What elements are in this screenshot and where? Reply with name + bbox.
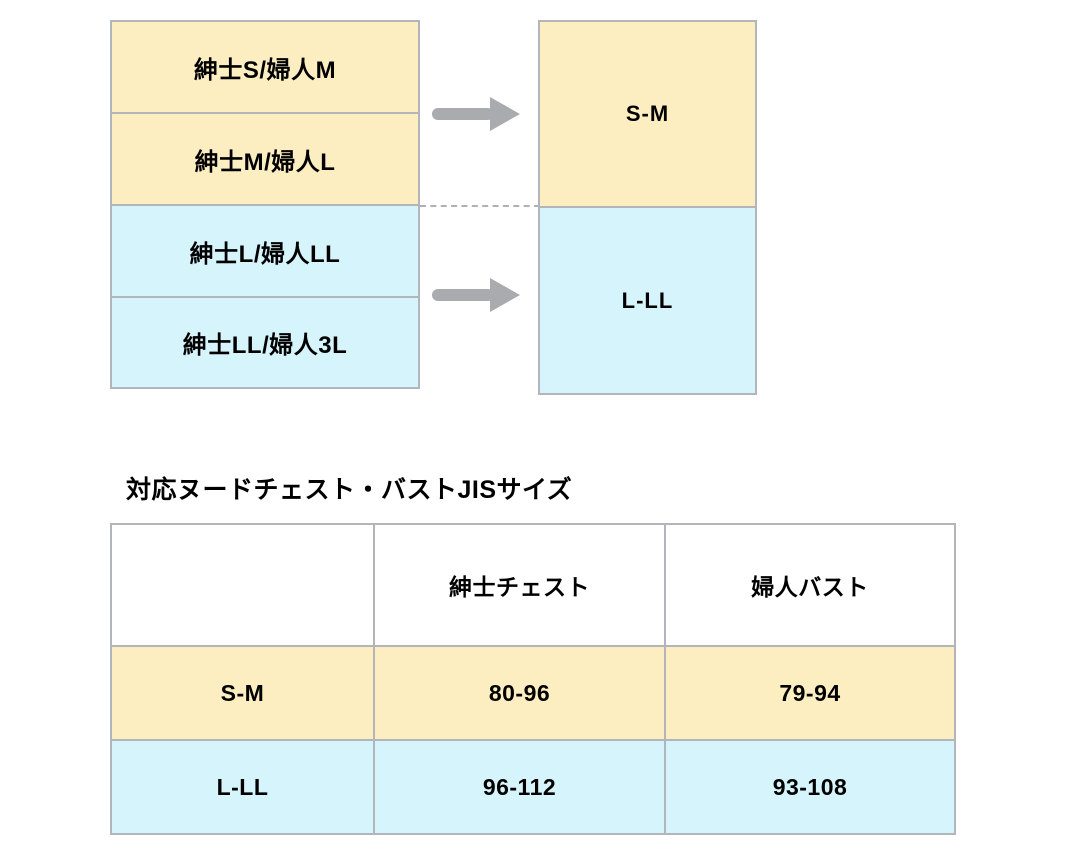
table-row: L-LL 96-112 93-108 bbox=[110, 739, 956, 835]
grouped-size-box-l-ll: L-LL bbox=[538, 206, 757, 395]
grouped-size-label: S-M bbox=[625, 101, 670, 126]
table-header-mens-chest: 紳士チェスト bbox=[373, 523, 666, 647]
group-divider-dashed-line bbox=[420, 205, 540, 207]
table-header-row: 紳士チェスト 婦人バスト bbox=[110, 523, 956, 647]
cell-womens-bust-l-ll: 93-108 bbox=[664, 739, 956, 835]
table-row: S-M 80-96 79-94 bbox=[110, 645, 956, 741]
size-box-mens-ll-womens-3l: 紳士LL/婦人3L bbox=[110, 296, 420, 389]
grouped-size-column: S-M L-LL bbox=[538, 20, 757, 395]
size-box-label: 紳士L/婦人LL bbox=[189, 240, 341, 268]
cell-size-s-m: S-M bbox=[110, 645, 375, 741]
cell-mens-chest-l-ll: 96-112 bbox=[373, 739, 666, 835]
cell-size-l-ll: L-LL bbox=[110, 739, 375, 835]
size-box-mens-s-womens-m: 紳士S/婦人M bbox=[110, 20, 420, 114]
detailed-size-column: 紳士S/婦人M 紳士M/婦人L 紳士L/婦人LL 紳士LL/婦人3L bbox=[110, 20, 420, 395]
arrow-right-icon-to-l-ll bbox=[432, 278, 522, 312]
size-box-label: 紳士LL/婦人3L bbox=[182, 332, 348, 359]
size-box-mens-m-womens-l: 紳士M/婦人L bbox=[110, 112, 420, 206]
arrow-head bbox=[490, 278, 520, 312]
cell-mens-chest-s-m: 80-96 bbox=[373, 645, 666, 741]
size-mapping-diagram: 紳士S/婦人M 紳士M/婦人L 紳士L/婦人LL 紳士LL/婦人3L S-M L… bbox=[110, 20, 757, 395]
jis-size-table: 紳士チェスト 婦人バスト S-M 80-96 79-94 L-LL 96-112… bbox=[110, 523, 956, 835]
arrow-head bbox=[490, 97, 520, 131]
table-header-empty bbox=[110, 523, 375, 647]
size-box-label: 紳士S/婦人M bbox=[193, 56, 337, 84]
arrow-shaft bbox=[432, 108, 494, 120]
jis-table-title: 対応ヌードチェスト・バストJISサイズ bbox=[126, 476, 573, 504]
grouped-size-label: L-LL bbox=[621, 287, 674, 313]
cell-womens-bust-s-m: 79-94 bbox=[664, 645, 956, 741]
grouped-size-box-s-m: S-M bbox=[538, 20, 757, 208]
size-box-mens-l-womens-ll: 紳士L/婦人LL bbox=[110, 204, 420, 298]
arrow-right-icon-to-s-m bbox=[432, 97, 522, 131]
table-header-womens-bust: 婦人バスト bbox=[664, 523, 956, 647]
arrow-shaft bbox=[432, 289, 494, 301]
size-box-label: 紳士M/婦人L bbox=[194, 148, 336, 176]
